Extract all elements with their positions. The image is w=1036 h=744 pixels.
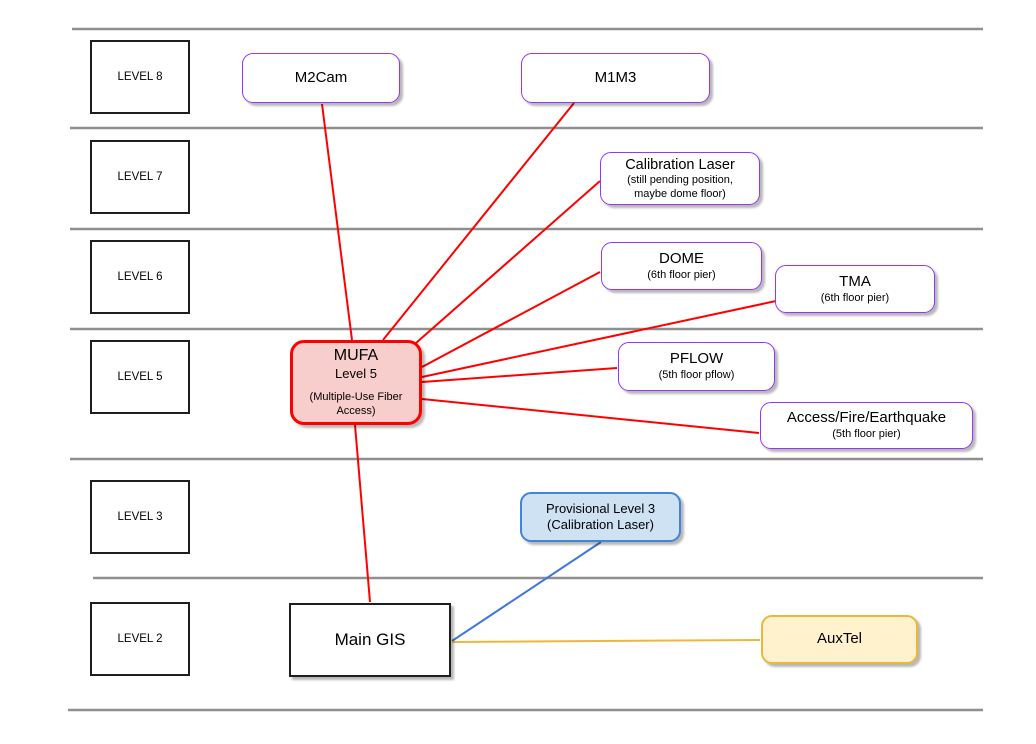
level-label: LEVEL 2 bbox=[117, 633, 163, 645]
node-title: M1M3 bbox=[594, 68, 637, 86]
node-subtitle: Level 5 bbox=[335, 366, 377, 382]
node-access-fire-earthquake[interactable]: Access/Fire/Earthquake (5th floor pier) bbox=[760, 402, 973, 449]
connector-mufa-tma bbox=[421, 300, 777, 378]
level-label: LEVEL 5 bbox=[117, 371, 163, 383]
level-box-2[interactable]: LEVEL 2 bbox=[90, 602, 190, 676]
connector-mufa-m2cam bbox=[321, 103, 353, 341]
level-label: LEVEL 7 bbox=[117, 171, 163, 183]
node-tma[interactable]: TMA (6th floor pier) bbox=[775, 265, 935, 313]
node-provisional-level3[interactable]: Provisional Level 3 (Calibration Laser) bbox=[520, 492, 681, 542]
level-box-6[interactable]: LEVEL 6 bbox=[90, 240, 190, 314]
node-title: TMA bbox=[839, 272, 871, 290]
node-subtitle: (6th floor pier) bbox=[647, 268, 716, 281]
connector-mufa-main-gis bbox=[354, 424, 371, 603]
node-subtitle: (still pending position, maybe dome floo… bbox=[627, 173, 733, 200]
node-pflow[interactable]: PFLOW (5th floor pflow) bbox=[618, 342, 775, 391]
node-calibration-laser[interactable]: Calibration Laser (still pending positio… bbox=[600, 152, 760, 205]
node-title: MUFA bbox=[333, 347, 379, 365]
node-title: AuxTel bbox=[816, 630, 863, 648]
node-m2cam[interactable]: M2Cam bbox=[242, 53, 400, 103]
connector-mufa-access-fire-earthquake bbox=[421, 398, 760, 434]
level-box-3[interactable]: LEVEL 3 bbox=[90, 480, 190, 554]
node-subtitle: (5th floor pflow) bbox=[658, 369, 735, 381]
connector-mufa-dome bbox=[421, 271, 601, 368]
node-mufa[interactable]: MUFA Level 5 (Multiple-Use Fiber Access) bbox=[290, 340, 422, 425]
level-box-8[interactable]: LEVEL 8 bbox=[90, 40, 190, 114]
node-title: Main GIS bbox=[334, 630, 406, 650]
level-label: LEVEL 3 bbox=[117, 511, 163, 523]
connector-mufa-calibration-laser bbox=[415, 180, 601, 344]
node-m1m3[interactable]: M1M3 bbox=[521, 53, 710, 103]
level-label: LEVEL 6 bbox=[117, 271, 163, 283]
node-title: Calibration Laser bbox=[625, 156, 735, 173]
node-subtitle: (5th floor pier) bbox=[832, 428, 901, 440]
level-box-7[interactable]: LEVEL 7 bbox=[90, 140, 190, 214]
node-title: PFLOW bbox=[669, 350, 724, 368]
node-title: Access/Fire/Earthquake bbox=[786, 409, 947, 427]
connector-mufa-m1m3 bbox=[382, 102, 575, 341]
node-title: M2Cam bbox=[294, 68, 348, 86]
node-caption: (Multiple-Use Fiber Access) bbox=[309, 391, 403, 418]
level-box-5[interactable]: LEVEL 5 bbox=[90, 340, 190, 414]
connector-main-gis-provisional-level3 bbox=[451, 541, 602, 642]
node-title: Provisional Level 3 (Calibration Laser) bbox=[545, 500, 656, 532]
node-main-gis[interactable]: Main GIS bbox=[289, 603, 451, 677]
level-label: LEVEL 8 bbox=[117, 71, 163, 83]
node-title: DOME bbox=[659, 249, 704, 267]
node-dome[interactable]: DOME (6th floor pier) bbox=[601, 242, 762, 290]
connector-mufa-pflow bbox=[421, 367, 618, 383]
node-auxtel[interactable]: AuxTel bbox=[761, 615, 918, 664]
node-subtitle: (6th floor pier) bbox=[820, 291, 890, 304]
connector-main-gis-auxtel bbox=[451, 639, 761, 643]
